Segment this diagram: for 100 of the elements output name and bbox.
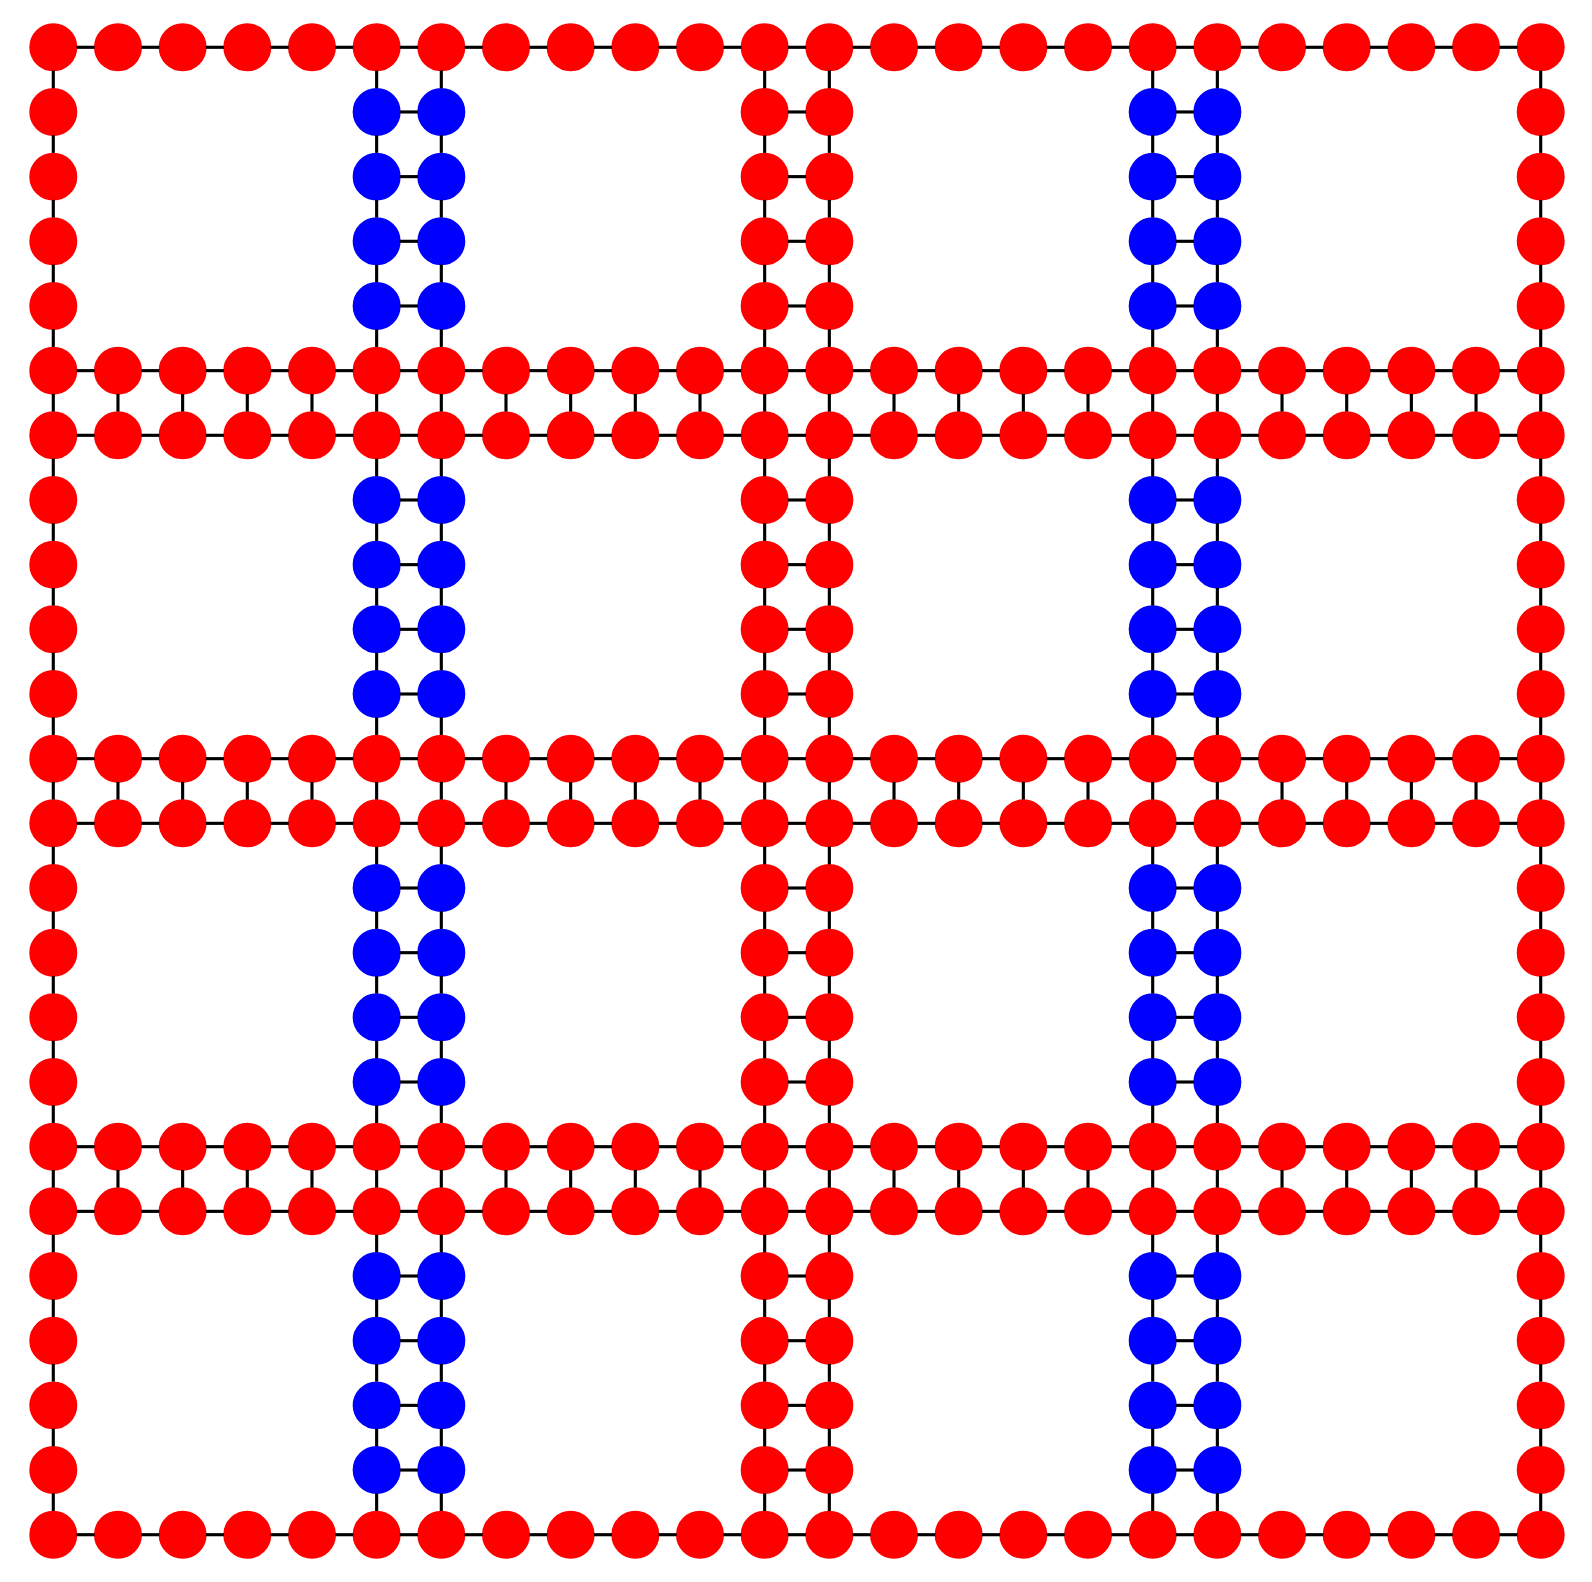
node-circle [1321,411,1370,460]
connector [657,45,676,49]
node-circle [1257,1510,1305,1559]
connector [1174,1080,1194,1084]
connector [269,433,288,437]
node-circle [287,1122,335,1171]
connector [1368,45,1388,49]
connector [269,1145,288,1149]
connector [269,369,288,373]
connector [1174,1015,1194,1019]
node-circle [1515,993,1564,1042]
node-circle [804,928,853,977]
connector [1538,393,1542,412]
connector [140,757,159,761]
node-circle [1192,799,1241,848]
node-circle [1321,1510,1370,1559]
connector [1110,1209,1129,1213]
node-circle [1127,1316,1176,1365]
node-circle [869,1187,917,1236]
connector [1433,45,1452,49]
connector [1239,1533,1258,1537]
connector [374,975,378,994]
connector [1085,781,1089,800]
node-circle [1515,670,1564,718]
node-circle [1321,734,1370,783]
connector [374,587,378,606]
node-circle [1321,799,1370,848]
connector [762,652,766,671]
connector [75,433,94,437]
connector [851,757,870,761]
node-circle [1257,411,1305,460]
node-circle [739,152,788,201]
connector [50,199,54,218]
connector [1110,433,1129,437]
node-circle [222,1510,271,1559]
connector [1150,717,1154,735]
node-circle [1386,346,1435,395]
connector [1150,781,1154,800]
node-circle [998,1122,1047,1171]
connector [463,433,482,437]
connector [1433,1533,1452,1537]
connector [50,717,54,735]
node-circle [675,346,723,395]
connector [398,239,417,243]
connector [826,523,830,541]
connector [50,652,54,671]
node-circle [1127,23,1176,72]
node-circle [739,217,788,266]
node-circle [610,734,659,783]
node-circle [1192,1381,1241,1430]
connector [50,1040,54,1059]
connector [463,1209,482,1213]
connector [1538,135,1542,153]
connector [204,1209,223,1213]
node-circle [416,670,465,718]
connector [1174,239,1194,243]
connector [851,1533,870,1537]
node-circle [610,1510,659,1559]
node-circle [1063,799,1111,848]
node-circle [28,1122,77,1171]
connector [1174,1533,1194,1537]
connector [1045,45,1064,49]
connector [528,369,547,373]
node-circle [1257,1187,1305,1236]
connector [398,886,417,890]
connector [786,1274,806,1278]
connector [1110,1145,1129,1149]
connector [438,781,442,800]
node-circle [92,1510,141,1559]
node-circle [998,411,1047,460]
connector [1020,781,1024,800]
connector [956,781,960,800]
node-circle [739,23,788,72]
connector [1174,45,1194,49]
connector [697,393,701,412]
connector [374,523,378,541]
connector [592,1145,611,1149]
connector [334,45,353,49]
node-circle [28,217,77,266]
connector [374,1040,378,1059]
connector [1174,886,1194,890]
connector [916,821,935,825]
node-circle [1515,346,1564,395]
node-circle [416,1510,465,1559]
connector [786,1403,806,1407]
connector [398,692,417,696]
connector [1304,1145,1323,1149]
node-circle [1451,1187,1500,1236]
connector [398,1145,417,1149]
node-circle [92,23,141,72]
connector [1150,587,1154,606]
node-circle [28,1510,77,1559]
connector [463,369,482,373]
node-circle [610,799,659,848]
connector [528,757,547,761]
node-circle [804,1316,853,1365]
connector [398,369,417,373]
connector [1150,458,1154,477]
node-circle [92,799,141,848]
connector [180,393,184,412]
